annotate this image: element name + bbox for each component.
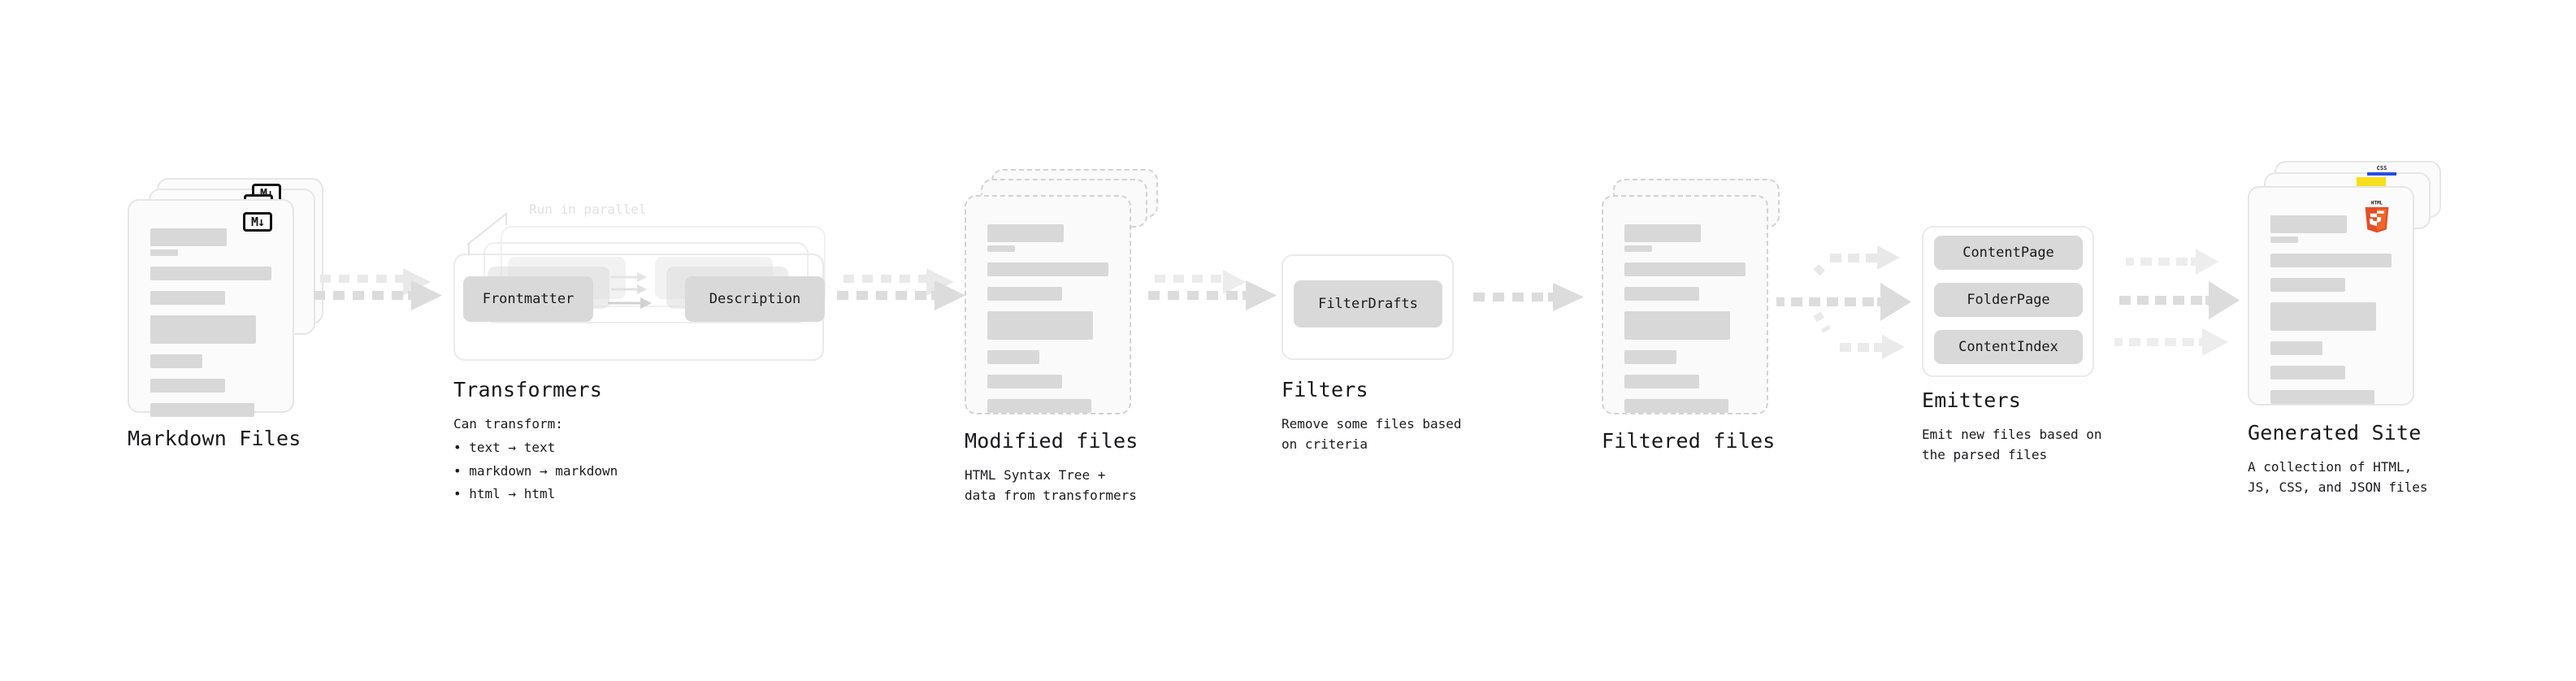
stage-title: Filtered files	[1602, 429, 1776, 453]
doc-line	[1624, 287, 1700, 301]
doc-line	[2270, 366, 2346, 380]
filtered-file-card-front	[1602, 195, 1768, 414]
filter-chip-filterdrafts[interactable]: FilterDrafts	[1294, 280, 1442, 327]
stage-title: Generated Site	[2248, 421, 2422, 445]
list-item: • html → html	[453, 486, 556, 502]
emitters-panel	[1922, 226, 2094, 377]
doc-line	[987, 399, 1092, 413]
label-transformers: Transformers Can transform: • text → tex…	[453, 378, 618, 506]
doc-line	[2270, 215, 2347, 233]
label-filters: Filters Remove some files based on crite…	[1281, 378, 1462, 455]
doc-line	[150, 249, 179, 256]
doc-line	[1624, 262, 1746, 276]
arrow-transformers-to-modified	[837, 268, 965, 310]
emitter-chip-contentpage[interactable]: ContentPage	[1934, 236, 2083, 270]
label-modified-files: Modified files HTML Syntax Tree + data f…	[965, 429, 1138, 506]
filters-panel	[1281, 254, 1454, 360]
doc-line	[2270, 341, 2323, 355]
doc-line	[987, 224, 1064, 242]
doc-line	[987, 262, 1108, 276]
doc-line	[2270, 254, 2392, 267]
doc-content-lines	[2270, 215, 2392, 414]
doc-line	[150, 228, 227, 246]
doc-line	[1624, 311, 1730, 340]
doc-line	[2270, 278, 2346, 292]
stage-subtitle: Emit new files based on the parsed files	[1922, 427, 2102, 462]
list-item: • markdown → markdown	[453, 462, 618, 479]
doc-line	[150, 403, 255, 417]
stage-subtitle: A collection of HTML, JS, CSS, and JSON …	[2248, 459, 2428, 495]
label-markdown-files: Markdown Files	[128, 427, 301, 450]
css-icon-label: CSS	[2376, 165, 2387, 171]
run-in-parallel-label: Run in parallel	[529, 202, 647, 217]
label-emitters: Emitters Emit new files based on the par…	[1922, 388, 2102, 466]
stage-subtitle: Remove some files based on criteria	[1281, 416, 1462, 452]
arrow-filtered-to-emitters-fanout	[1776, 245, 1911, 359]
doc-line	[150, 354, 203, 368]
doc-line	[987, 375, 1063, 388]
doc-line	[1624, 399, 1729, 413]
doc-content-lines	[150, 228, 271, 427]
site-file-card-front: HTML	[2248, 186, 2414, 406]
doc-line	[150, 267, 271, 280]
doc-line	[1624, 350, 1677, 364]
list-item: • text → text	[453, 439, 556, 455]
doc-content-lines	[987, 224, 1108, 423]
arrow-emitters-to-site	[2114, 249, 2240, 356]
css-icon-underline	[2367, 172, 2396, 176]
doc-line	[150, 291, 226, 305]
stage-title: Modified files	[965, 429, 1138, 453]
doc-line	[2270, 390, 2375, 404]
doc-line	[2270, 302, 2376, 331]
chip-label: FilterDrafts	[1318, 296, 1418, 312]
arrow-filters-to-filtered	[1473, 283, 1584, 311]
doc-line	[150, 379, 226, 393]
transform-bullet-list: • text → text • markdown → markdown • ht…	[453, 436, 618, 506]
doc-line	[987, 350, 1040, 364]
markdown-file-card-front: M↓	[128, 199, 294, 417]
doc-content-lines	[1624, 224, 1746, 423]
doc-line	[150, 315, 256, 344]
stage-title: Filters	[1281, 378, 1368, 401]
run-in-parallel-bracket	[466, 211, 507, 256]
label-generated-site: Generated Site A collection of HTML, JS,…	[2248, 421, 2428, 498]
doc-line	[987, 311, 1093, 340]
transformer-chip-frontmatter[interactable]: Frontmatter	[463, 276, 593, 322]
css3-icon: CSS	[2367, 163, 2396, 176]
chip-label: ContentPage	[1962, 245, 2054, 261]
modified-file-card-front	[965, 195, 1131, 414]
stage-title: Transformers	[453, 378, 603, 401]
arrow-markdown-to-transformers	[314, 268, 442, 310]
transformer-internal-arrows	[608, 272, 652, 309]
arrow-modified-to-filters	[1148, 270, 1277, 310]
doc-line	[1624, 245, 1653, 252]
emitter-chip-contentindex[interactable]: ContentIndex	[1934, 330, 2083, 364]
transformer-chip-description[interactable]: Description	[685, 276, 825, 322]
markdown-icon: M↓	[243, 212, 272, 232]
doc-line	[2270, 236, 2299, 243]
html5-icon: HTML	[2365, 202, 2389, 233]
stage-sub-head: Can transform:	[453, 416, 563, 432]
doc-line	[987, 245, 1016, 252]
chip-label: Frontmatter	[482, 291, 575, 307]
doc-line	[1624, 224, 1701, 242]
doc-line	[987, 287, 1063, 301]
stage-title: Markdown Files	[128, 427, 301, 450]
stage-title: Emitters	[1922, 388, 2022, 412]
label-filtered-files: Filtered files	[1602, 429, 1776, 453]
chip-label: Description	[709, 291, 801, 307]
stage-subtitle: HTML Syntax Tree + data from transformer…	[965, 467, 1137, 503]
chip-label: ContentIndex	[1958, 339, 2058, 355]
doc-line	[1624, 375, 1700, 388]
chip-label: FolderPage	[1967, 292, 2050, 308]
svg-text:HTML: HTML	[2371, 202, 2383, 206]
emitter-chip-folderpage[interactable]: FolderPage	[1934, 283, 2083, 317]
